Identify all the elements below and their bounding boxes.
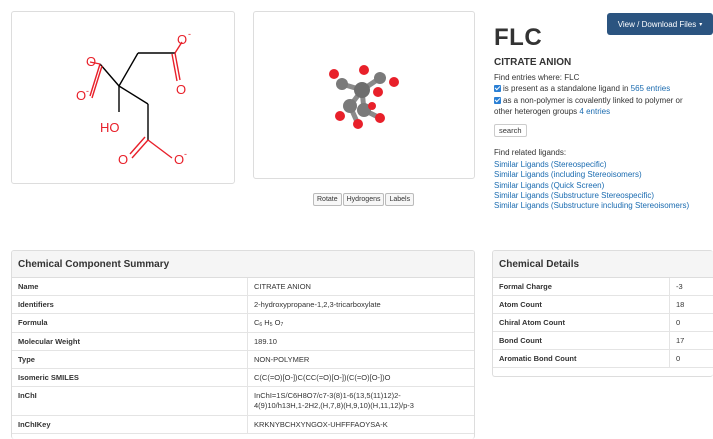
atom-o-1: O	[86, 54, 96, 69]
table-row: Bond Count 17	[493, 332, 713, 350]
atom-o-minus-3: O	[174, 152, 184, 167]
row-label: Chiral Atom Count	[499, 318, 565, 327]
caret-down-icon: ▾	[699, 21, 703, 28]
ligand-name: CITRATE ANION	[494, 57, 572, 68]
standalone-text: is present as a standalone ligand in	[503, 84, 629, 93]
row-value: -3	[669, 278, 713, 295]
chemical-details: Chemical Details Formal Charge -3 Atom C…	[492, 250, 713, 377]
row-value: CITRATE ANION	[247, 278, 474, 295]
table-row: InChIKey KRKNYBCHXYNGOX-UHFFFAOYSA-K	[12, 416, 474, 434]
related-ligands: Find related ligands: Similar Ligands (S…	[494, 148, 689, 211]
row-label: Name	[18, 282, 39, 291]
atom-o-2: O	[176, 82, 186, 97]
similar-ligands-stereoisomers-link[interactable]: Similar Ligands (including Stereoisomers…	[494, 170, 642, 180]
table-row: Isomeric SMILES C(C(=O)[O-])C(CC(=O)[O-]…	[12, 369, 474, 387]
atom-o-minus-2: O	[76, 88, 86, 103]
row-label: Molecular Weight	[18, 337, 80, 346]
row-value: 2-hydroxypropane-1,2,3-tricarboxylate	[247, 296, 474, 313]
formula-c-count: 6	[259, 322, 263, 328]
row-label: InChI	[18, 391, 37, 400]
row-value: 17	[669, 332, 713, 349]
row-label: Atom Count	[499, 300, 542, 309]
row-value: 0	[669, 350, 713, 367]
table-row: Formal Charge -3	[493, 278, 713, 296]
row-value: 0	[669, 314, 713, 331]
formula-c: C	[254, 318, 260, 327]
table-row: Atom Count 18	[493, 296, 713, 314]
labels-button[interactable]: Labels	[385, 193, 415, 206]
structure-2d-image: O O - O O - HO O O -	[76, 29, 191, 167]
row-label: Type	[18, 355, 35, 364]
find-entries-label: Find entries where: FLC	[494, 73, 580, 82]
charge-1: -	[188, 29, 191, 39]
table-row: Type NON-POLYMER	[12, 351, 474, 369]
table-row: Name CITRATE ANION	[12, 278, 474, 296]
table-row: Formula C6 H5 O7	[12, 314, 474, 333]
hydrogens-button[interactable]: Hydrogens	[342, 193, 385, 206]
row-label: Isomeric SMILES	[18, 373, 79, 382]
standalone-checkbox[interactable]	[494, 85, 501, 92]
row-value: NON-POLYMER	[247, 351, 474, 368]
formula-o-count: 7	[280, 322, 284, 328]
similar-ligands-stereospecific-link[interactable]: Similar Ligands (Stereospecific)	[494, 160, 607, 170]
polymer-checkbox[interactable]	[494, 97, 501, 104]
table-row: Molecular Weight 189.10	[12, 333, 474, 351]
chemical-component-summary: Chemical Component Summary Name CITRATE …	[11, 250, 475, 439]
details-title: Chemical Details	[493, 251, 713, 278]
table-row: Identifiers 2-hydroxypropane-1,2,3-trica…	[12, 296, 474, 314]
inchi-line-2: 4(9)10/h13H,1-2H2,(H,7,8)(H,9,10)(H,11,1…	[254, 401, 414, 410]
formula-h: H	[264, 318, 270, 327]
structure-2d-panel: O O - O O - HO O O -	[11, 11, 235, 184]
row-label: Aromatic Bond Count	[499, 354, 577, 363]
standalone-option: is present as a standalone ligand in 565…	[494, 84, 670, 94]
row-label: Formal Charge	[499, 282, 552, 291]
row-value: 18	[669, 296, 713, 313]
molecule-3d-model[interactable]	[254, 12, 476, 180]
polymer-entries-link[interactable]: 4 entries	[579, 107, 611, 116]
inchi-line-1: InChI=1S/C6H8O7/c7-3(8)1-6(13,5(11)12)2-	[254, 391, 401, 400]
row-value: C(C(=O)[O-])C(CC(=O)[O-])(C(=O)[O-])O	[247, 369, 474, 386]
search-button[interactable]: search	[494, 124, 527, 137]
related-ligands-heading: Find related ligands:	[494, 148, 567, 157]
atom-ho: HO	[100, 120, 120, 135]
table-row: Chiral Atom Count 0	[493, 314, 713, 332]
row-label: Bond Count	[499, 336, 542, 345]
formula-o: O	[274, 318, 281, 327]
formula-h-count: 5	[269, 322, 273, 328]
row-label: Formula	[18, 318, 48, 327]
table-row: Aromatic Bond Count 0	[493, 350, 713, 368]
similar-ligands-substructure-stereoisomers-link[interactable]: Similar Ligands (Substructure including …	[494, 201, 690, 211]
summary-title: Chemical Component Summary	[12, 251, 474, 278]
row-label: Identifiers	[18, 300, 54, 309]
rotate-button[interactable]: Rotate	[313, 193, 342, 206]
similar-ligands-quick-screen-link[interactable]: Similar Ligands (Quick Screen)	[494, 180, 605, 190]
atom-o-minus-1: O	[177, 32, 187, 47]
charge-2: -	[86, 86, 89, 96]
atom-o-3: O	[118, 152, 128, 167]
structure-3d-viewer[interactable]	[253, 11, 475, 179]
table-row: InChI InChI=1S/C6H8O7/c7-3(8)1-6(13,5(11…	[12, 387, 474, 416]
polymer-option-line2: other heterogen groups 4 entries	[494, 107, 610, 117]
polymer-option: as a non-polymer is covalently linked to…	[494, 96, 683, 106]
polymer-text-1: as a non-polymer is covalently linked to…	[503, 96, 683, 105]
charge-3: -	[184, 149, 187, 159]
row-value: KRKNYBCHXYNGOX-UHFFFAOYSA-K	[247, 416, 474, 433]
row-value: 189.10	[247, 333, 474, 350]
download-button-label: View / Download Files	[617, 19, 697, 29]
row-label: InChIKey	[18, 420, 51, 429]
standalone-entries-link[interactable]: 565 entries	[630, 84, 671, 93]
inchi-value: InChI=1S/C6H8O7/c7-3(8)1-6(13,5(11)12)2-…	[247, 387, 474, 415]
polymer-text-2: other heterogen groups	[494, 107, 578, 116]
formula-value: C6 H5 O7	[247, 314, 474, 332]
view-download-files-button[interactable]: View / Download Files ▾	[607, 13, 713, 35]
viewer-controls: Rotate Hydrogens Labels	[313, 193, 415, 206]
similar-ligands-substructure-stereospecific-link[interactable]: Similar Ligands (Substructure Stereospec…	[494, 190, 655, 200]
ligand-id: FLC	[494, 24, 543, 51]
